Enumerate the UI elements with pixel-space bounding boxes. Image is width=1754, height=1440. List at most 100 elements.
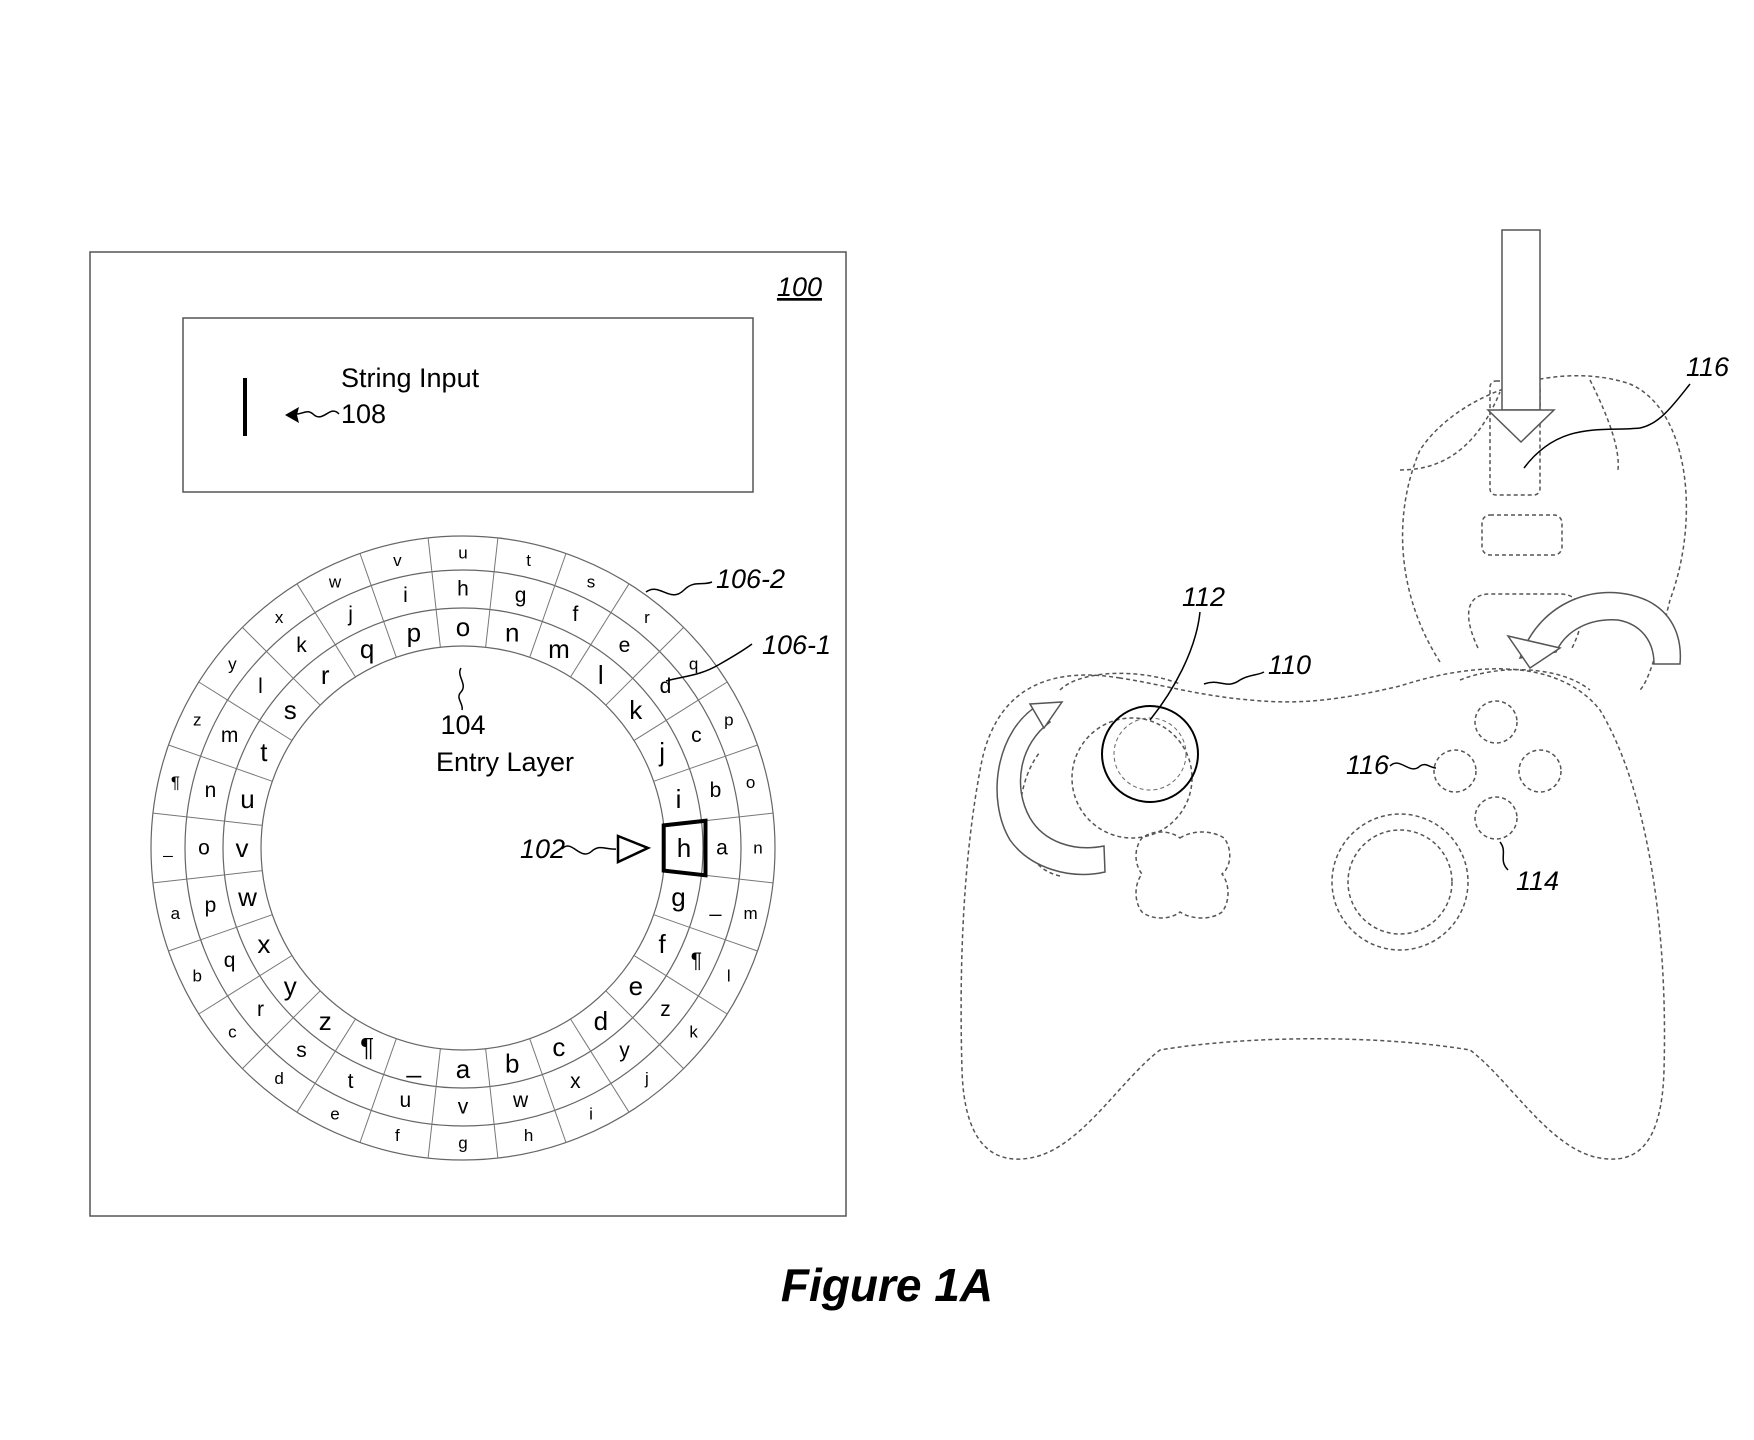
outer-layer-key[interactable]: h bbox=[524, 1126, 533, 1145]
middle-layer-key[interactable]: v bbox=[458, 1096, 469, 1119]
ring-outline bbox=[222, 607, 704, 1089]
outer-layer-key[interactable]: s bbox=[587, 573, 596, 592]
outer-layer-key[interactable]: y bbox=[228, 655, 237, 674]
entry-layer-key[interactable]: o bbox=[456, 612, 470, 642]
outer-layer-key[interactable]: w bbox=[328, 573, 342, 592]
string-input-box[interactable] bbox=[182, 317, 754, 493]
entry-layer-key[interactable]: m bbox=[548, 634, 570, 664]
outer-layer-key[interactable]: x bbox=[275, 608, 284, 627]
middle-layer-key[interactable]: m bbox=[221, 724, 239, 747]
middle-layer-key[interactable]: u bbox=[400, 1089, 412, 1112]
middle-layer-key[interactable]: d bbox=[660, 675, 672, 698]
outer-layer-key[interactable]: e bbox=[330, 1104, 339, 1123]
outer-layer-key[interactable]: m bbox=[744, 904, 758, 923]
entry-layer-key[interactable]: t bbox=[260, 737, 268, 767]
left-thumbstick[interactable] bbox=[1101, 705, 1199, 803]
outer-layer-key[interactable]: d bbox=[274, 1069, 283, 1088]
entry-layer-key[interactable]: x bbox=[257, 929, 270, 959]
entry-layer-key[interactable]: v bbox=[236, 833, 249, 863]
outer-layer-key[interactable]: c bbox=[228, 1022, 237, 1041]
entry-layer-key[interactable]: d bbox=[594, 1006, 608, 1036]
outer-layer-key[interactable]: p bbox=[724, 711, 733, 730]
middle-layer-key[interactable]: w bbox=[512, 1089, 529, 1112]
face-button-right[interactable] bbox=[1518, 749, 1562, 793]
outer-layer-key[interactable]: v bbox=[393, 551, 402, 570]
outer-layer-key[interactable]: _ bbox=[162, 839, 173, 858]
outer-layer-key[interactable]: g bbox=[458, 1134, 467, 1153]
key-divider bbox=[435, 609, 441, 648]
directional-pad[interactable] bbox=[1135, 831, 1231, 919]
outer-layer-key[interactable]: o bbox=[746, 773, 755, 792]
middle-layer-key[interactable]: q bbox=[224, 949, 236, 972]
key-divider bbox=[259, 719, 293, 741]
outer-layer-key[interactable]: i bbox=[589, 1104, 593, 1123]
entry-layer-key[interactable]: s bbox=[284, 695, 297, 725]
entry-layer-key[interactable]: g bbox=[671, 882, 685, 912]
outer-layer-key[interactable]: a bbox=[171, 904, 181, 923]
right-thumbstick-ring[interactable] bbox=[1331, 813, 1469, 951]
entry-layer-key[interactable]: l bbox=[598, 660, 604, 690]
middle-layer-key[interactable]: j bbox=[347, 603, 353, 626]
entry-layer-key[interactable]: p bbox=[407, 618, 421, 648]
middle-layer-key[interactable]: p bbox=[205, 894, 217, 917]
entry-layer-key[interactable]: ¶ bbox=[360, 1032, 374, 1062]
middle-layer-key[interactable]: k bbox=[296, 634, 307, 657]
outer-layer-key[interactable]: q bbox=[689, 655, 698, 674]
outer-layer-key[interactable]: f bbox=[395, 1126, 400, 1145]
entry-layer-key[interactable]: k bbox=[629, 695, 643, 725]
entry-layer-key[interactable]: w bbox=[237, 882, 257, 912]
face-button-bottom[interactable] bbox=[1474, 796, 1518, 840]
entry-layer-key[interactable]: j bbox=[658, 737, 665, 767]
face-button-left[interactable] bbox=[1433, 749, 1477, 793]
outer-layer-key[interactable]: r bbox=[644, 608, 650, 627]
middle-layer-key[interactable]: e bbox=[619, 634, 631, 657]
middle-layer-key[interactable]: h bbox=[457, 578, 469, 601]
outer-layer-key[interactable]: z bbox=[193, 711, 202, 730]
entry-layer-key[interactable]: e bbox=[629, 971, 643, 1001]
outer-layer-key[interactable]: t bbox=[526, 551, 531, 570]
right-bumper[interactable] bbox=[1459, 668, 1591, 691]
middle-layer-key[interactable]: s bbox=[296, 1039, 307, 1062]
entry-layer-key[interactable]: n bbox=[505, 618, 519, 648]
entry-layer-key[interactable]: y bbox=[284, 971, 297, 1001]
entry-layer-key[interactable]: h bbox=[677, 833, 691, 863]
entry-layer-key[interactable]: a bbox=[456, 1054, 471, 1084]
entry-layer-key[interactable]: f bbox=[658, 929, 666, 959]
face-button-top[interactable] bbox=[1474, 700, 1518, 744]
entry-layer-key[interactable]: q bbox=[360, 634, 374, 664]
middle-layer-key[interactable]: n bbox=[205, 779, 217, 802]
outer-layer-key[interactable]: k bbox=[689, 1022, 698, 1041]
entry-layer-key[interactable]: i bbox=[676, 784, 682, 814]
middle-layer-key[interactable]: t bbox=[348, 1070, 354, 1093]
entry-layer-key[interactable]: r bbox=[321, 660, 330, 690]
left-thumbstick-cap[interactable] bbox=[1113, 717, 1187, 791]
outer-layer-key[interactable]: ¶ bbox=[171, 773, 180, 792]
outer-layer-key[interactable]: j bbox=[644, 1069, 649, 1088]
middle-layer-key[interactable]: l bbox=[258, 675, 263, 698]
middle-layer-key[interactable]: o bbox=[198, 837, 210, 860]
middle-layer-key[interactable]: _ bbox=[709, 894, 722, 917]
middle-layer-key[interactable]: g bbox=[515, 584, 527, 607]
middle-layer-key[interactable]: y bbox=[619, 1039, 630, 1062]
middle-layer-key[interactable]: x bbox=[570, 1070, 581, 1093]
right-thumbstick-cap[interactable] bbox=[1347, 829, 1453, 935]
entry-layer-key[interactable]: b bbox=[505, 1049, 519, 1079]
middle-layer-key[interactable]: r bbox=[257, 998, 264, 1021]
middle-layer-key[interactable]: b bbox=[710, 779, 722, 802]
middle-layer-key[interactable]: a bbox=[716, 837, 728, 860]
outer-layer-key[interactable]: u bbox=[458, 544, 467, 563]
entry-layer-key[interactable]: c bbox=[552, 1032, 565, 1062]
outer-layer-key[interactable]: n bbox=[753, 839, 762, 858]
left-bumper[interactable] bbox=[1059, 672, 1181, 691]
entry-layer-key[interactable]: z bbox=[319, 1006, 332, 1036]
middle-layer-key[interactable]: i bbox=[403, 584, 408, 607]
middle-layer-key[interactable]: ¶ bbox=[691, 949, 702, 972]
middle-layer-key[interactable]: z bbox=[660, 998, 671, 1021]
middle-layer-key[interactable]: f bbox=[572, 603, 578, 626]
outer-layer-key[interactable]: b bbox=[192, 967, 201, 986]
outer-layer-key[interactable]: l bbox=[727, 967, 731, 986]
middle-layer-key[interactable]: c bbox=[691, 724, 702, 747]
entry-layer-key[interactable]: u bbox=[240, 784, 254, 814]
entry-layer-key[interactable]: _ bbox=[406, 1049, 422, 1079]
key-divider bbox=[570, 1018, 592, 1052]
